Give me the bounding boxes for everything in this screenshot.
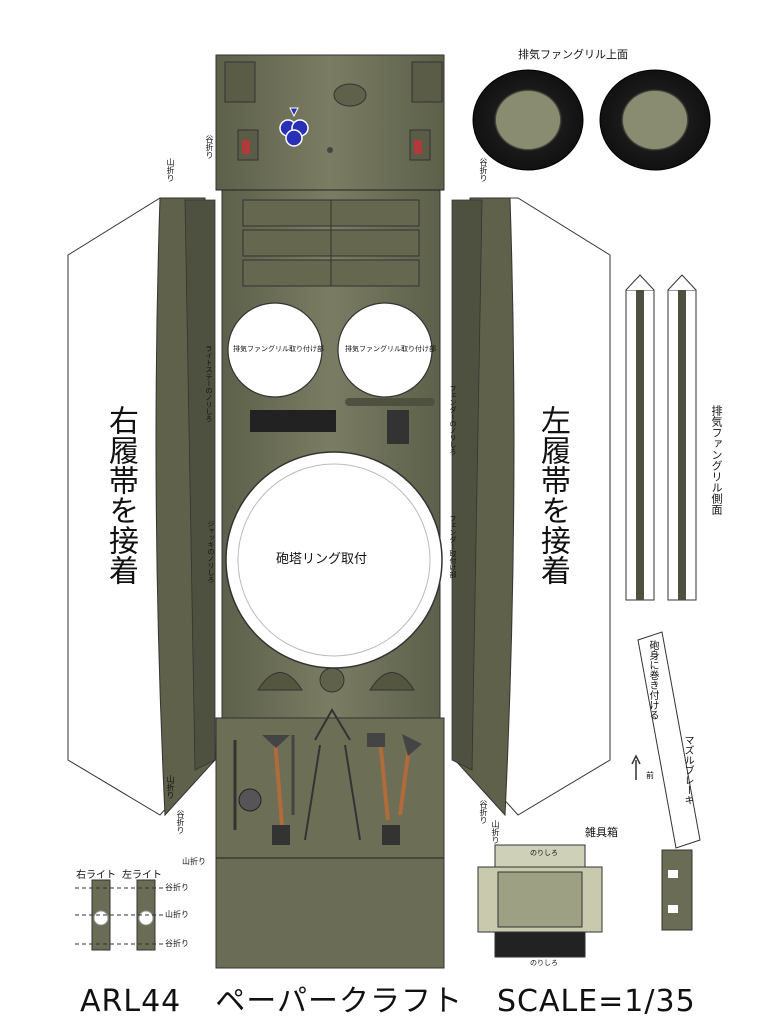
exhaust-grille-side-1: [625, 274, 655, 601]
side-note-left-1: フェンダーのノリしろ: [449, 385, 457, 455]
turret-ring-label: 砲塔リング取付: [276, 552, 368, 567]
subtitle: ペーパークラフト: [215, 984, 463, 1019]
fold-mark-valley-3: 谷折り: [176, 810, 185, 834]
grille-mount-left-label: 排気ファングリル取り付け部: [233, 345, 324, 353]
fold-mark-mountain-2: 山折り: [166, 775, 175, 799]
muzzle-brake-label: マズルブレーキ: [682, 735, 693, 805]
light-fold-mountain: 山折り: [165, 910, 189, 919]
grille-side-label: 排気ファングリル側面: [710, 405, 723, 515]
tool-box-net: [477, 844, 603, 958]
side-note-left-2: フェンダー取付け部: [449, 515, 457, 578]
muzzle-brake-strip: [637, 631, 701, 931]
light-fold-valley-1: 谷折り: [165, 883, 189, 892]
exhaust-grille-side-2: [667, 274, 697, 601]
insignia-icon: [279, 107, 309, 147]
exhaust-grille-top-1: [472, 69, 584, 171]
lights-left-label: 左ライト: [122, 870, 162, 881]
fold-mark-mountain-4: 山折り: [182, 857, 206, 866]
left-track-note: 左履帯を接着: [535, 405, 570, 585]
fold-mark-valley-2: 谷折り: [479, 158, 488, 182]
grille-mount-right: [337, 302, 433, 398]
fold-mark-valley-4: 谷折り: [479, 800, 488, 824]
model-name: ARL44: [80, 984, 182, 1019]
left-track-fender: [451, 197, 611, 817]
right-track-note: 右履帯を接着: [103, 405, 138, 585]
barrel-wrap-label: 砲身に巻き付ける: [647, 640, 658, 720]
lights-right-label: 右ライト: [76, 870, 116, 881]
fold-mark-valley-1: 谷折り: [205, 135, 214, 159]
fold-mark-mountain-3: 山折り: [491, 820, 500, 844]
grille-mount-right-label: 排気ファングリル取り付け部: [345, 345, 436, 353]
side-note-right-2: ジャッキのノリしろ: [207, 520, 215, 583]
light-fold-valley-2: 谷折り: [165, 939, 189, 948]
tools: [233, 708, 422, 845]
exhaust-grille-top-2: [599, 69, 711, 171]
scale: SCALE=1/35: [496, 984, 696, 1019]
grille-top-label: 排気ファングリル上面: [518, 48, 628, 61]
light-right: [91, 879, 111, 951]
side-note-right-1: ライトステーのノリしろ: [205, 345, 213, 422]
arrow-front-icon: [631, 754, 641, 780]
turret-ring-mount: [225, 451, 443, 669]
tool-box-label: 雑具箱: [585, 826, 618, 839]
grille-mount-left: [227, 302, 323, 398]
front-label: 前: [646, 771, 654, 780]
right-track-fender: [67, 197, 216, 817]
glue-margin-top: のりしろ: [530, 849, 558, 857]
fold-mark-mountain-1: 山折り: [166, 158, 175, 182]
glue-margin-bottom: のりしろ: [530, 959, 558, 967]
footer-title: ARL44 ペーパークラフト SCALE=1/35: [80, 976, 730, 1020]
